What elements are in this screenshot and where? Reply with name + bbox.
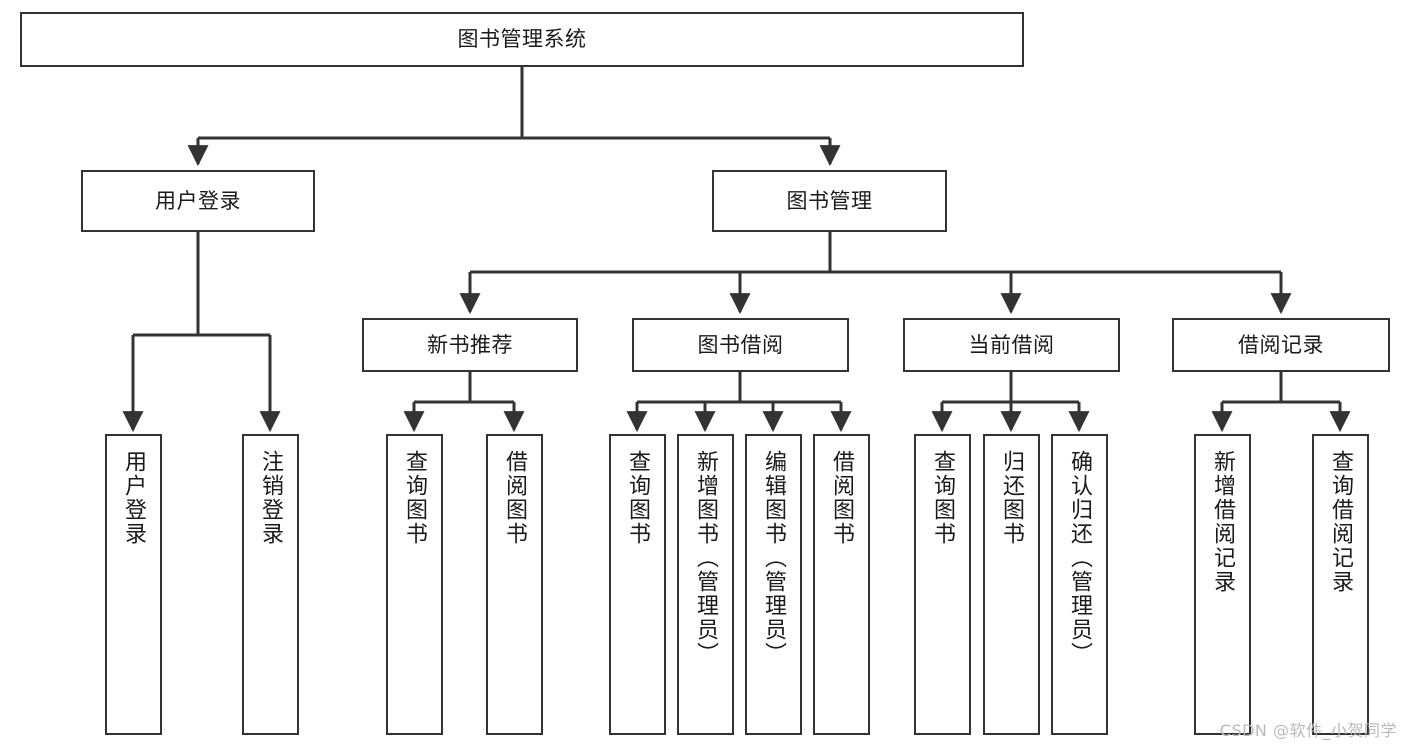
leaf-query-borrow-record[interactable]: 查询借阅记录 [1312, 434, 1369, 735]
leaf-borrow-book-label: 借阅图书 [829, 450, 855, 546]
node-book-borrow-label: 图书借阅 [697, 332, 784, 357]
watermark: CSDN @软件_小贺同学 [1219, 721, 1397, 740]
node-new-book-recommend-label: 新书推荐 [427, 332, 513, 357]
node-borrow-records[interactable]: 借阅记录 [1172, 318, 1390, 372]
node-book-borrow[interactable]: 图书借阅 [632, 318, 849, 372]
node-user-login[interactable]: 用户登录 [81, 170, 315, 232]
leaf-logout[interactable]: 注销登录 [242, 434, 299, 735]
leaf-confirm-return-admin[interactable]: 确认归还（管理员） [1051, 434, 1108, 735]
node-borrow-records-label: 借阅记录 [1238, 332, 1324, 357]
leaf-query-book-current[interactable]: 查询图书 [914, 434, 971, 735]
node-book-management[interactable]: 图书管理 [712, 170, 947, 232]
leaf-edit-book-admin-label: 编辑图书（管理员） [761, 450, 787, 666]
leaf-edit-book-admin[interactable]: 编辑图书（管理员） [745, 434, 802, 735]
leaf-query-book[interactable]: 查询图书 [609, 434, 666, 735]
leaf-query-borrow-record-label: 查询借阅记录 [1328, 450, 1354, 594]
node-new-book-recommend[interactable]: 新书推荐 [362, 318, 578, 372]
leaf-add-borrow-record-label: 新增借阅记录 [1210, 450, 1236, 594]
leaf-logout-label: 注销登录 [258, 450, 284, 546]
node-book-management-label: 图书管理 [786, 188, 873, 213]
leaf-query-book-new-label: 查询图书 [402, 450, 428, 546]
leaf-add-borrow-record[interactable]: 新增借阅记录 [1194, 434, 1251, 735]
leaf-user-login[interactable]: 用户登录 [105, 434, 162, 735]
leaf-borrow-book[interactable]: 借阅图书 [813, 434, 870, 735]
leaf-query-book-new[interactable]: 查询图书 [386, 434, 443, 735]
leaf-query-book-current-label: 查询图书 [930, 450, 956, 546]
leaf-add-book-admin[interactable]: 新增图书（管理员） [677, 434, 734, 735]
leaf-borrow-book-new[interactable]: 借阅图书 [486, 434, 543, 735]
leaf-add-book-admin-label: 新增图书（管理员） [693, 450, 719, 666]
node-user-login-label: 用户登录 [155, 188, 241, 213]
leaf-return-book-label: 归还图书 [999, 450, 1025, 546]
leaf-borrow-book-new-label: 借阅图书 [502, 450, 528, 546]
leaf-confirm-return-admin-label: 确认归还（管理员） [1067, 450, 1093, 666]
leaf-user-login-label: 用户登录 [121, 450, 147, 546]
leaf-return-book[interactable]: 归还图书 [983, 434, 1040, 735]
node-root-label: 图书管理系统 [457, 27, 587, 52]
node-current-borrow[interactable]: 当前借阅 [903, 318, 1120, 372]
node-current-borrow-label: 当前借阅 [968, 332, 1055, 357]
leaf-query-book-label: 查询图书 [625, 450, 651, 546]
node-root[interactable]: 图书管理系统 [20, 12, 1024, 67]
